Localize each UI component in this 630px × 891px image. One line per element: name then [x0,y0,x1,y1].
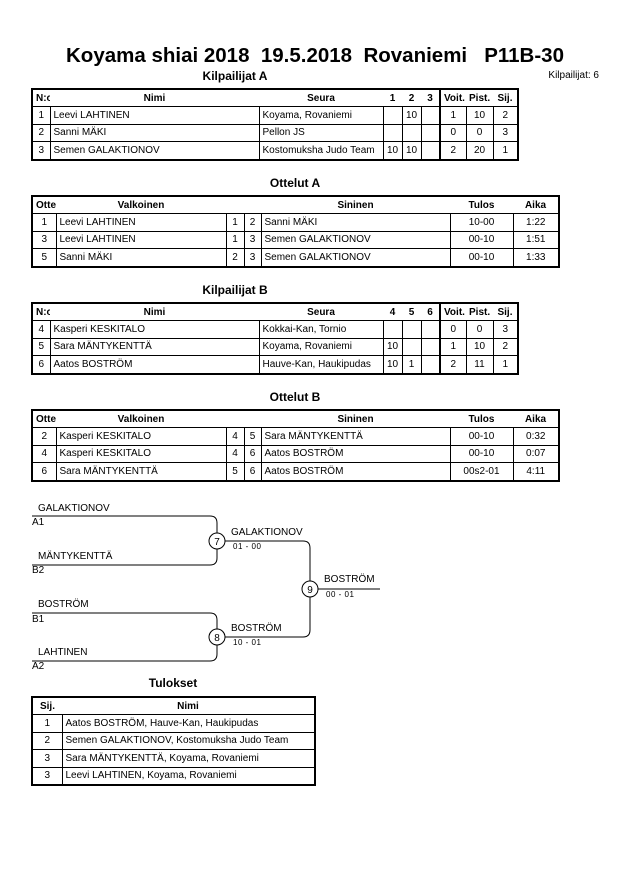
bracket-slot-3-name: BOSTRÖM [38,599,89,610]
results-heading: Tulokset [148,676,198,690]
competitor-club: Hauve-Kan, Haukipudas [258,355,384,374]
competitor-name: Semen GALAKTIONOV [49,141,260,160]
place-cell: 1 [492,141,519,160]
page-title: Koyama shiai 2018 19.5.2018 Rovaniemi P1… [66,44,564,67]
match-9-circle [301,580,319,598]
bracket-slot-1-name: GALAKTIONOV [38,503,110,514]
competitors-count: Kilpailijat: 6 [548,70,599,81]
points-cell: 20 [465,141,494,160]
match-7-number: 7 [214,537,220,548]
matches-a-table: Ottelu Valkoinen Sininen Tulos Aika 1Lee… [31,195,560,268]
result-place: 3 [31,766,63,786]
match-time: 1:33 [512,248,560,267]
result-place: 3 [31,749,63,768]
semi1-winner: GALAKTIONOV [231,527,303,538]
score-cell: 10 [401,141,422,160]
result-place: 1 [31,714,63,733]
bracket-slot-4-seed: A2 [32,661,45,672]
wins-cell: 2 [439,355,467,374]
semi2-winner: BOSTRÖM [231,623,282,634]
bracket-slot-2-seed: B2 [32,565,45,576]
result-name: Aatos BOSTRÖM, Hauve-Kan, Haukipudas [61,714,316,733]
place-cell: 1 [492,355,519,374]
matches-b-heading: Ottelut B [269,390,321,404]
semi1-score: 01 - 00 [233,542,262,551]
col-name: Nimi [62,697,315,715]
result-name: Leevi LAHTINEN, Koyama, Rovaniemi [61,766,316,786]
pool-a-table: N:o Nimi Seura 1 2 3 Voit. Pist. Sij. 1L… [31,88,519,161]
matches-a-heading: Ottelut A [269,176,321,190]
result-name: Semen GALAKTIONOV, Kostomuksha Judo Team [61,731,316,750]
match-7-circle [208,532,226,550]
bracket-slot-3-seed: B1 [32,614,45,625]
pool-b-heading: Kilpailijat B [202,283,268,297]
result-name: Sara MÄNTYKENTTÄ, Koyama, Rovaniemi [61,749,316,768]
match-8-circle [208,628,226,646]
place-cell: 2 [492,106,519,125]
bracket-slot-1-seed: A1 [32,517,45,528]
final-score: 00 - 01 [326,590,355,599]
col-place: Sij. [32,697,62,715]
white-competitor: Sanni MÄKI [55,248,227,267]
match-8-number: 8 [214,633,220,644]
pool-a-heading: Kilpailijat A [202,69,268,83]
match-time: 4:11 [512,462,560,481]
blue-competitor: Semen GALAKTIONOV [260,248,451,267]
bracket-slot-2-name: MÄNTYKENTTÄ [38,551,113,562]
wins-cell: 2 [439,141,467,160]
final-winner: BOSTRÖM [324,574,375,585]
pool-b-table: N:o Nimi Seura 4 5 6 Voit. Pist. Sij. 4K… [31,302,519,375]
points-cell: 11 [465,355,494,374]
matches-b-table: Ottelu Valkoinen Sininen Tulos Aika 2Kas… [31,409,560,482]
result-place: 2 [31,731,63,750]
semi2-score: 10 - 01 [233,638,262,647]
bracket-slot-4-name: LAHTINEN [38,647,88,658]
match-9-number: 9 [307,585,313,596]
